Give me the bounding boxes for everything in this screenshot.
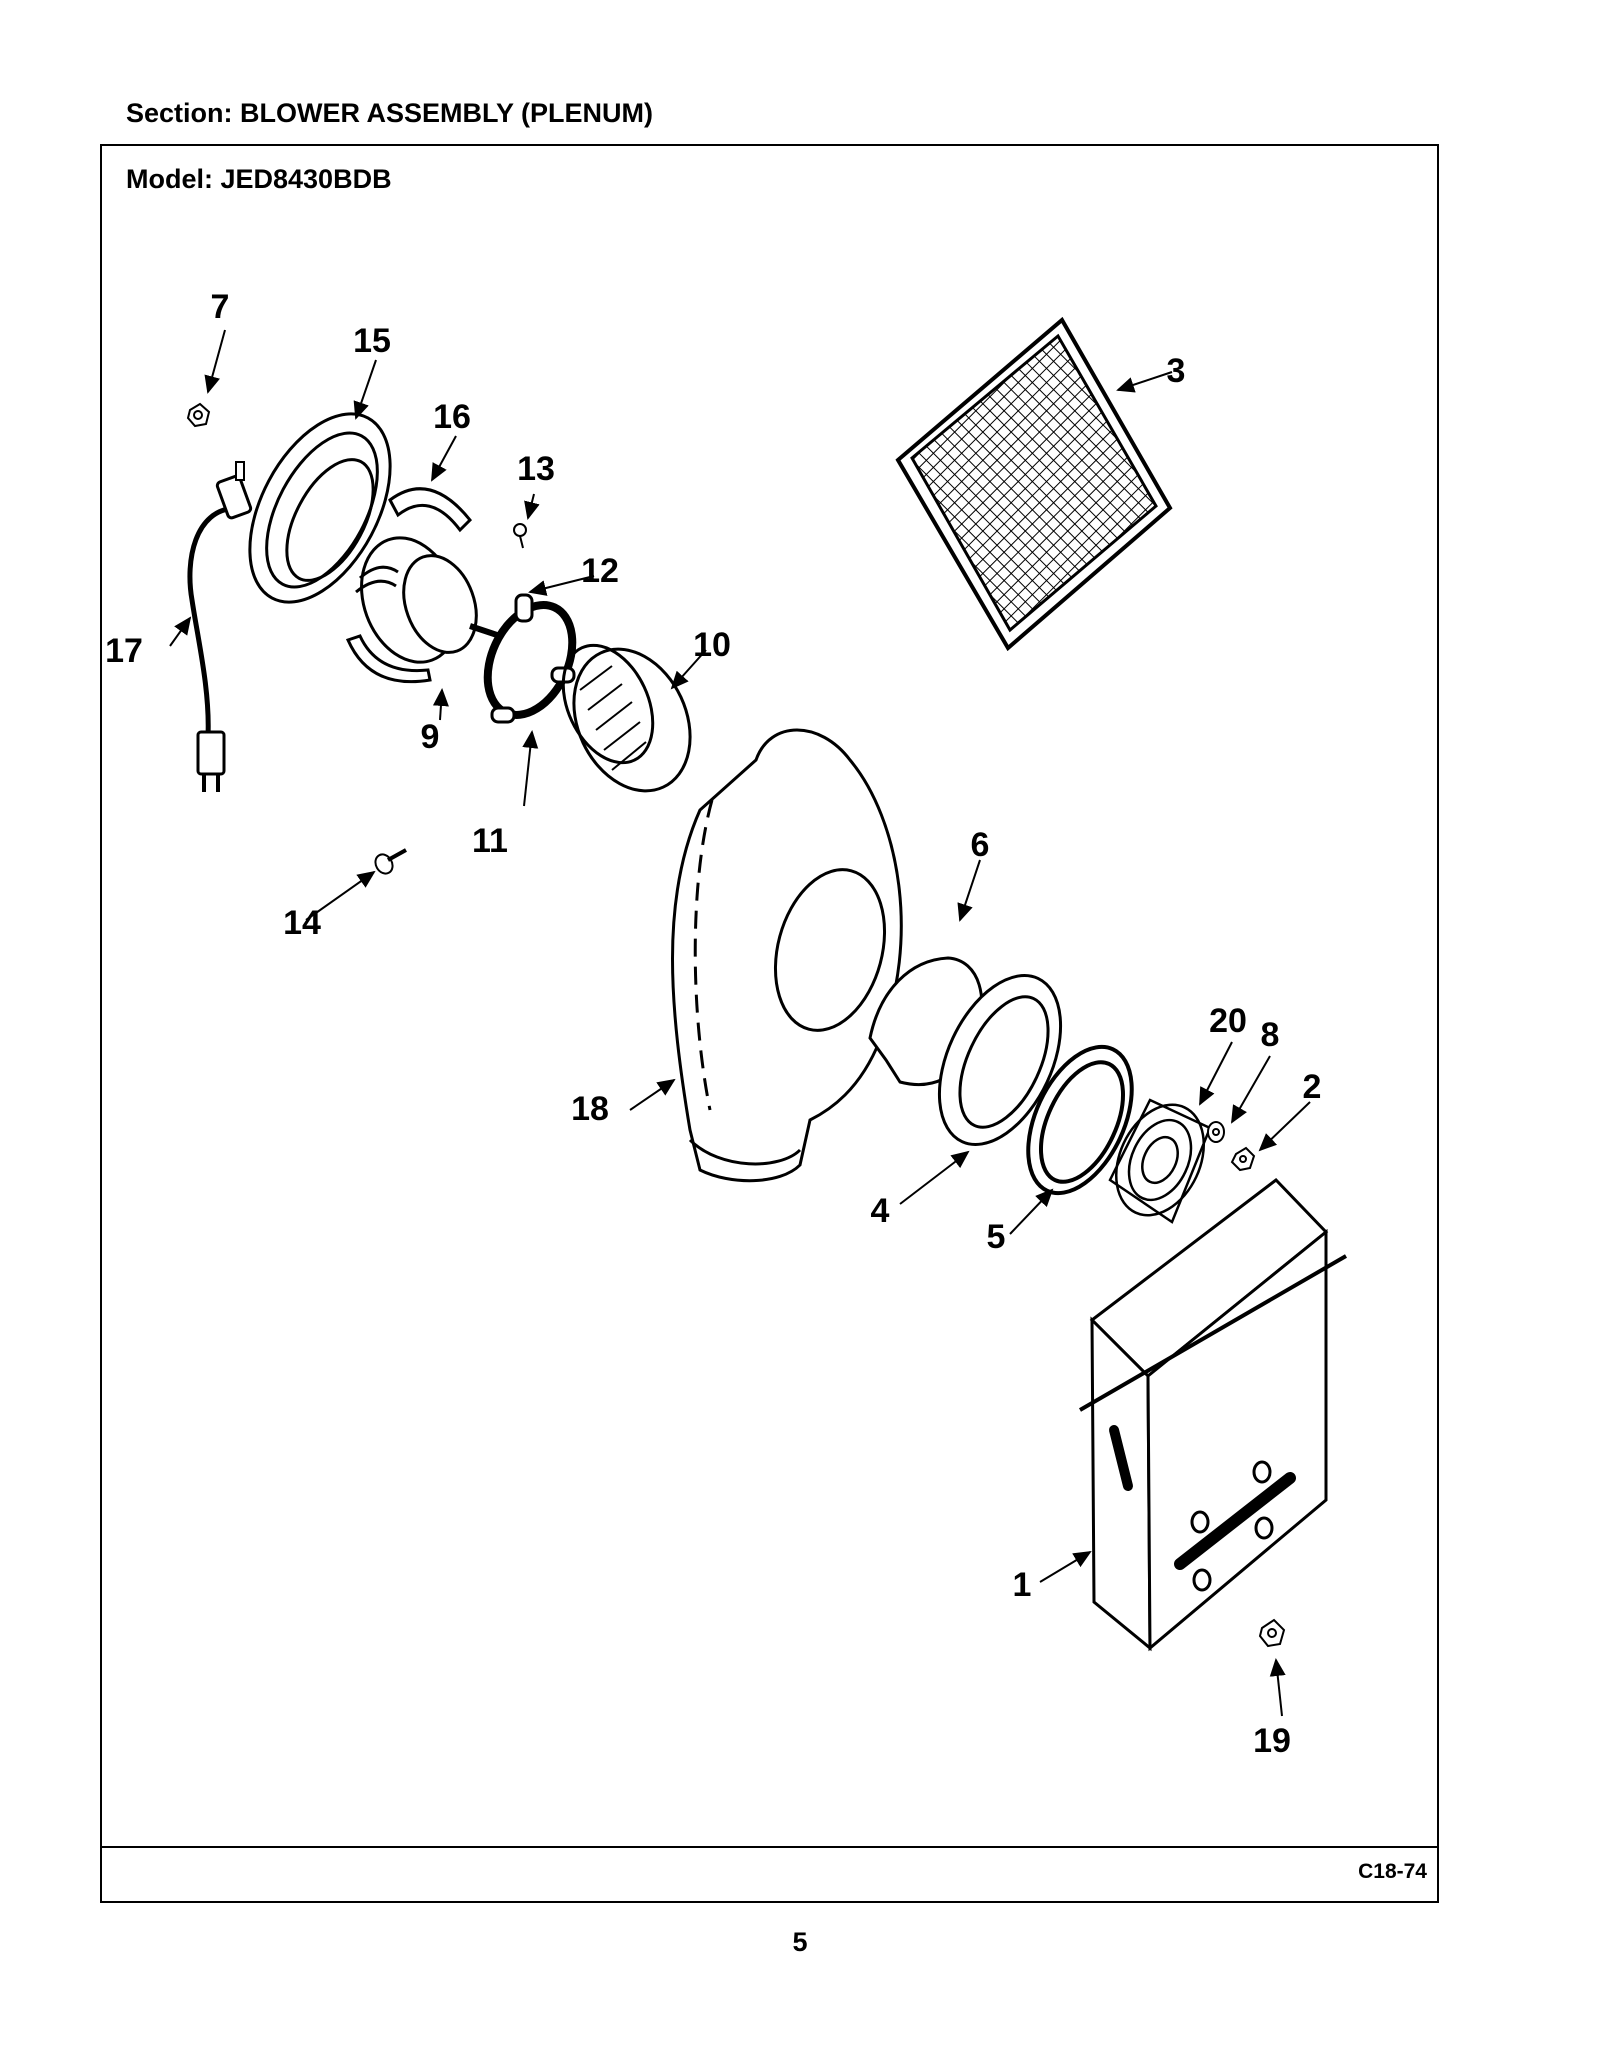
filter-part xyxy=(895,316,1173,652)
nut-7-part xyxy=(186,402,211,428)
blower-housing-part xyxy=(671,728,903,1183)
footer-divider xyxy=(102,1846,1437,1848)
callout-leaders xyxy=(169,329,1311,1717)
gasket-5-part xyxy=(1026,1044,1134,1196)
drawing-code: C18-74 xyxy=(1358,1860,1427,1883)
callout-8: 8 xyxy=(1261,1016,1280,1054)
nut-2-part xyxy=(1230,1146,1256,1172)
section-title: Section: BLOWER ASSEMBLY (PLENUM) xyxy=(126,98,654,128)
callout-6: 6 xyxy=(971,826,990,864)
guard-part xyxy=(1108,1098,1212,1224)
callout-10: 10 xyxy=(693,626,731,664)
callout-19: 19 xyxy=(1253,1722,1291,1760)
page-number: 5 xyxy=(792,1927,808,1957)
callout-1: 1 xyxy=(1013,1566,1032,1604)
callout-7: 7 xyxy=(211,288,230,326)
callout-13: 13 xyxy=(517,450,555,488)
callout-15: 15 xyxy=(353,322,391,360)
washer-8-part xyxy=(1207,1121,1225,1143)
callout-2: 2 xyxy=(1303,1068,1322,1106)
callout-5: 5 xyxy=(987,1218,1006,1256)
callout-16: 16 xyxy=(433,398,471,436)
plenum-box-part xyxy=(1078,1177,1348,1652)
callout-14: 14 xyxy=(283,904,321,942)
callout-12: 12 xyxy=(581,552,619,590)
screw-14-part xyxy=(374,848,407,875)
diagram-frame: Model: JED8430BDB C18-74 xyxy=(100,144,1439,1903)
callout-3: 3 xyxy=(1167,352,1186,390)
callout-9: 9 xyxy=(421,718,440,756)
callout-17: 17 xyxy=(105,632,143,670)
nut-19-part xyxy=(1258,1618,1286,1648)
callout-20: 20 xyxy=(1209,1002,1247,1040)
mounting-plate-part xyxy=(248,412,392,604)
ring-part xyxy=(937,974,1063,1146)
callout-4: 4 xyxy=(871,1192,890,1230)
blower-wheel-part xyxy=(561,643,692,793)
callout-18: 18 xyxy=(571,1090,609,1128)
callout-11: 11 xyxy=(472,822,508,860)
motor-mount-part xyxy=(483,593,577,724)
motor-part xyxy=(355,536,501,664)
bracket-part xyxy=(345,487,473,684)
model-title: Model: JED8430BDB xyxy=(126,164,392,194)
power-cord-part xyxy=(187,461,253,792)
screw-13-part xyxy=(513,523,527,549)
